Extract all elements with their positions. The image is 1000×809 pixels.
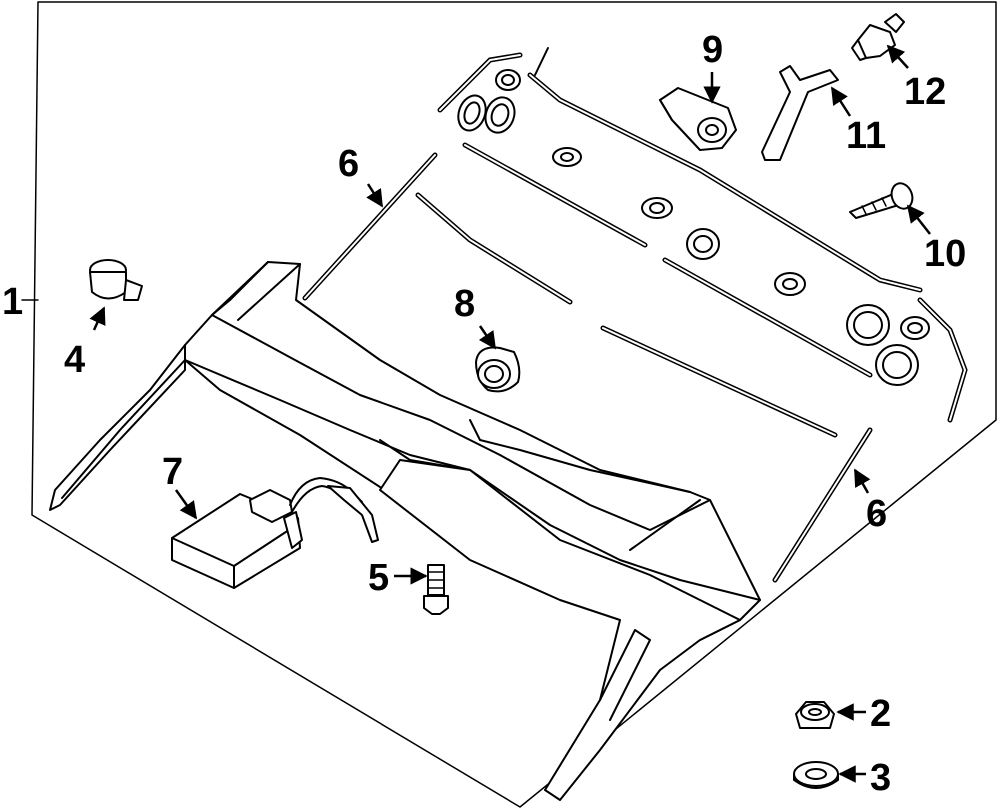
screw-part-10	[849, 182, 914, 219]
grommets	[457, 69, 930, 386]
callout-3: 3	[870, 757, 891, 799]
bolt-part-5	[423, 564, 449, 615]
callout-2: 2	[870, 693, 891, 735]
module-part-7	[171, 477, 379, 589]
grommet-part-8	[475, 346, 521, 393]
callout-6-upper: 6	[338, 143, 359, 185]
clip-part-4	[89, 259, 143, 301]
seal-strips	[302, 47, 968, 583]
callout-5: 5	[368, 557, 389, 599]
hose-part-11	[761, 65, 839, 161]
nozzle-part-12	[851, 13, 905, 61]
leader-arrows	[89, 44, 931, 783]
callout-8: 8	[454, 283, 475, 325]
spoiler-body	[49, 261, 761, 801]
callout-9: 9	[702, 29, 723, 71]
callout-4: 4	[64, 339, 85, 381]
callout-10: 10	[924, 233, 966, 275]
washer-part-3	[793, 761, 839, 789]
callout-7: 7	[162, 451, 183, 493]
callout-1: 1	[2, 281, 23, 323]
nut-part-2	[795, 701, 835, 729]
callout-6-lower: 6	[866, 493, 887, 535]
callout-11: 11	[846, 115, 886, 157]
callout-12: 12	[904, 71, 946, 113]
assembly-boundary	[31, 1, 997, 808]
motor-part-9	[659, 87, 737, 151]
